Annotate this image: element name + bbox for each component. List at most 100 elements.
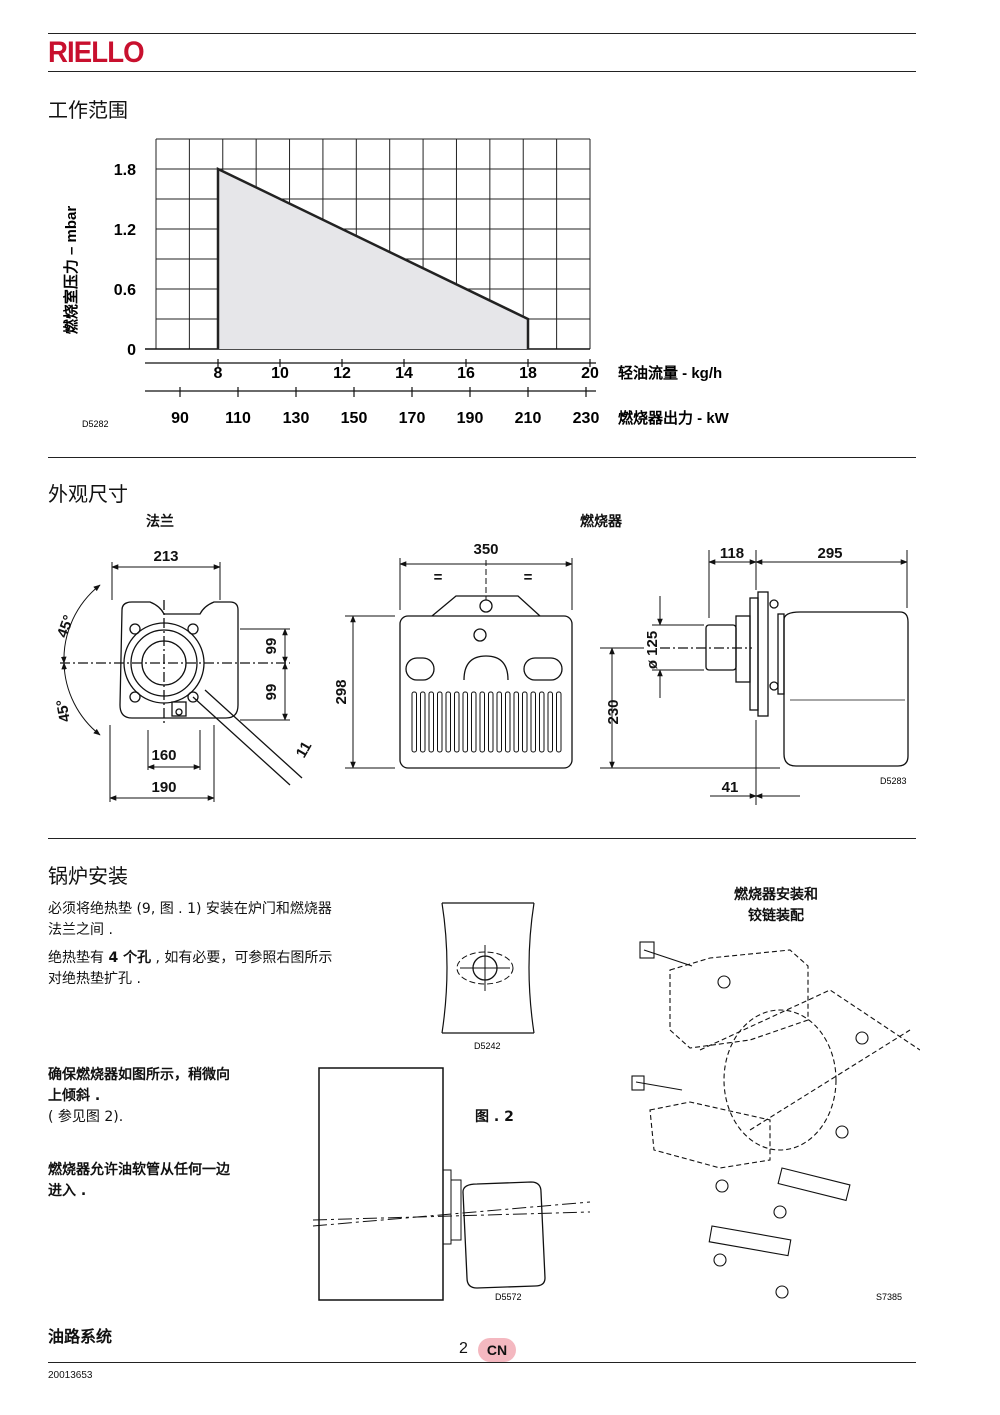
mount-para-2-c: 对绝热垫扩孔 . — [48, 971, 141, 987]
grille-slot — [556, 691, 562, 753]
chart-x2-tick: 130 — [283, 410, 310, 427]
grille-slot — [462, 691, 468, 753]
chart-x-tick: 12 — [333, 365, 351, 382]
burner-label: 燃烧器 — [580, 514, 622, 530]
dims-code: D5283 — [880, 776, 907, 786]
chart-x2-label: 燃烧器出力 - kW — [618, 409, 730, 427]
doc-number: 20013653 — [48, 1370, 93, 1381]
chart-x2-tick: 230 — [573, 410, 600, 427]
chart-y-tick: 1.8 — [114, 162, 136, 179]
fig-2-label: 图 . 2 — [475, 1109, 514, 1125]
dim-99-bottom: 99 — [263, 684, 280, 701]
chart-code: D5282 — [82, 419, 109, 429]
chart-x-tick: 16 — [457, 365, 475, 382]
hinge-title: 燃烧器安装和 铰链装配 — [716, 885, 836, 927]
mount-para-3-b: 上倾斜 . — [48, 1088, 101, 1104]
chart-y-tick: 1.2 — [114, 222, 136, 239]
mount-para-1: 必须将绝热垫 (9, 图 . 1) 安装在炉门和燃烧器 法兰之间 . — [48, 899, 418, 941]
burner-side-drawing — [660, 591, 909, 767]
dim-41: 41 — [722, 779, 739, 796]
chart-x2-tick: 190 — [457, 410, 484, 427]
dim-295: 295 — [817, 545, 842, 562]
grille-slot — [513, 691, 519, 753]
chart-x2-tick: 170 — [399, 410, 426, 427]
grille-slot — [437, 691, 443, 753]
tilt-code: D5572 — [495, 1292, 522, 1302]
dim-190: 190 — [151, 779, 176, 796]
dim-eq-left: = — [434, 569, 443, 586]
dim-45-bottom: 45° — [53, 698, 74, 723]
hinge-assembly-drawing: S7385 — [631, 941, 920, 1302]
mount-para-1-line-a: 必须将绝热垫 (9, 图 . 1) 安装在炉门和燃烧器 — [48, 901, 332, 917]
grille-slot — [539, 691, 545, 753]
grille-slot — [488, 691, 494, 753]
insulation-hole-drawing: D5242 — [441, 902, 535, 1051]
grille-slot — [411, 691, 417, 753]
grille-slot — [547, 691, 553, 753]
grille-slot — [496, 691, 502, 753]
burner-front-drawing — [399, 595, 573, 769]
insulation-code: D5242 — [474, 1041, 501, 1051]
dim-213: 213 — [153, 548, 178, 565]
chart-series-area — [218, 169, 528, 349]
mount-para-4: 燃烧器允许油软管从任何一边 进入 . — [48, 1160, 308, 1202]
grille-slot — [420, 691, 426, 753]
chart-x-label: 轻油流量 - kg/h — [618, 364, 722, 382]
mount-para-4-b: 进入 . — [48, 1183, 87, 1199]
chart-x-tick: 14 — [395, 365, 413, 382]
chart-x-tick: 18 — [519, 365, 537, 382]
mount-para-3-a: 确保燃烧器如图所示，稍微向 — [48, 1067, 230, 1083]
grille-slot — [479, 691, 485, 753]
tilt-install-drawing: D5572 — [312, 1067, 591, 1302]
mount-para-1-line-b: 法兰之间 . — [48, 922, 113, 938]
mount-para-2: 绝热垫有 4 个孔 , 如有必要，可参照右图所示 对绝热垫扩孔 . — [48, 948, 418, 990]
dim-350: 350 — [473, 541, 498, 558]
mount-para-2-bold: 4 个孔 — [108, 950, 152, 966]
dim-eq-right: = — [524, 569, 533, 586]
chart-x2-tick: 210 — [515, 410, 542, 427]
grille-slot — [522, 691, 528, 753]
chart-x2-tick: 110 — [225, 410, 251, 427]
language-badge: CN — [478, 1338, 516, 1362]
chart-x-tick: 10 — [271, 365, 289, 382]
grille-slot — [445, 691, 451, 753]
section-title-oil: 油路系统 — [48, 1327, 113, 1346]
chart-y-tick: 0 — [127, 342, 136, 359]
dim-230: 230 — [605, 699, 622, 724]
dimensions-drawing: 213 160 190 99 99 45° 45° 11 350 = = 298 — [53, 541, 909, 805]
dim-45-top: 45° — [54, 613, 78, 640]
section-rule-2 — [48, 838, 916, 839]
header-rule-bottom — [48, 71, 916, 72]
grille-slot — [505, 691, 511, 753]
hinge-title-b: 铰链装配 — [748, 908, 804, 924]
chart-y-ticks: 0 0.6 1.2 1.8 — [114, 162, 136, 359]
section-title-mounting: 锅炉安装 — [48, 864, 128, 888]
dim-125: ø 125 — [644, 631, 661, 669]
grille-slot — [454, 691, 460, 753]
section-title-range: 工作范围 — [48, 98, 128, 122]
header-rule-top — [48, 33, 916, 34]
chart-x2-tick: 150 — [341, 410, 368, 427]
grille-slot — [530, 691, 536, 753]
dim-160: 160 — [151, 747, 176, 764]
hinge-title-a: 燃烧器安装和 — [734, 887, 818, 903]
flange-drawing — [60, 600, 303, 786]
footer-rule — [48, 1362, 916, 1363]
mount-para-2-a: 绝热垫有 — [48, 950, 109, 966]
section-title-dimensions: 外观尺寸 — [48, 482, 128, 506]
section-rule-1 — [48, 457, 916, 458]
chart-x-tick: 20 — [581, 365, 599, 382]
mount-para-3: 确保燃烧器如图所示，稍微向 上倾斜 . — [48, 1065, 308, 1107]
mount-para-4-a: 燃烧器允许油软管从任何一边 — [48, 1162, 230, 1178]
dim-118: 118 — [720, 545, 744, 562]
dim-298: 298 — [333, 679, 350, 704]
page-number: 2 — [459, 1340, 468, 1357]
flange-label: 法兰 — [146, 514, 174, 530]
chart-series-line — [216, 167, 530, 349]
grille-slot — [471, 691, 477, 753]
chart-y-tick: 0.6 — [114, 282, 136, 299]
mount-para-2-b: , 如有必要，可参照右图所示 — [151, 950, 333, 966]
